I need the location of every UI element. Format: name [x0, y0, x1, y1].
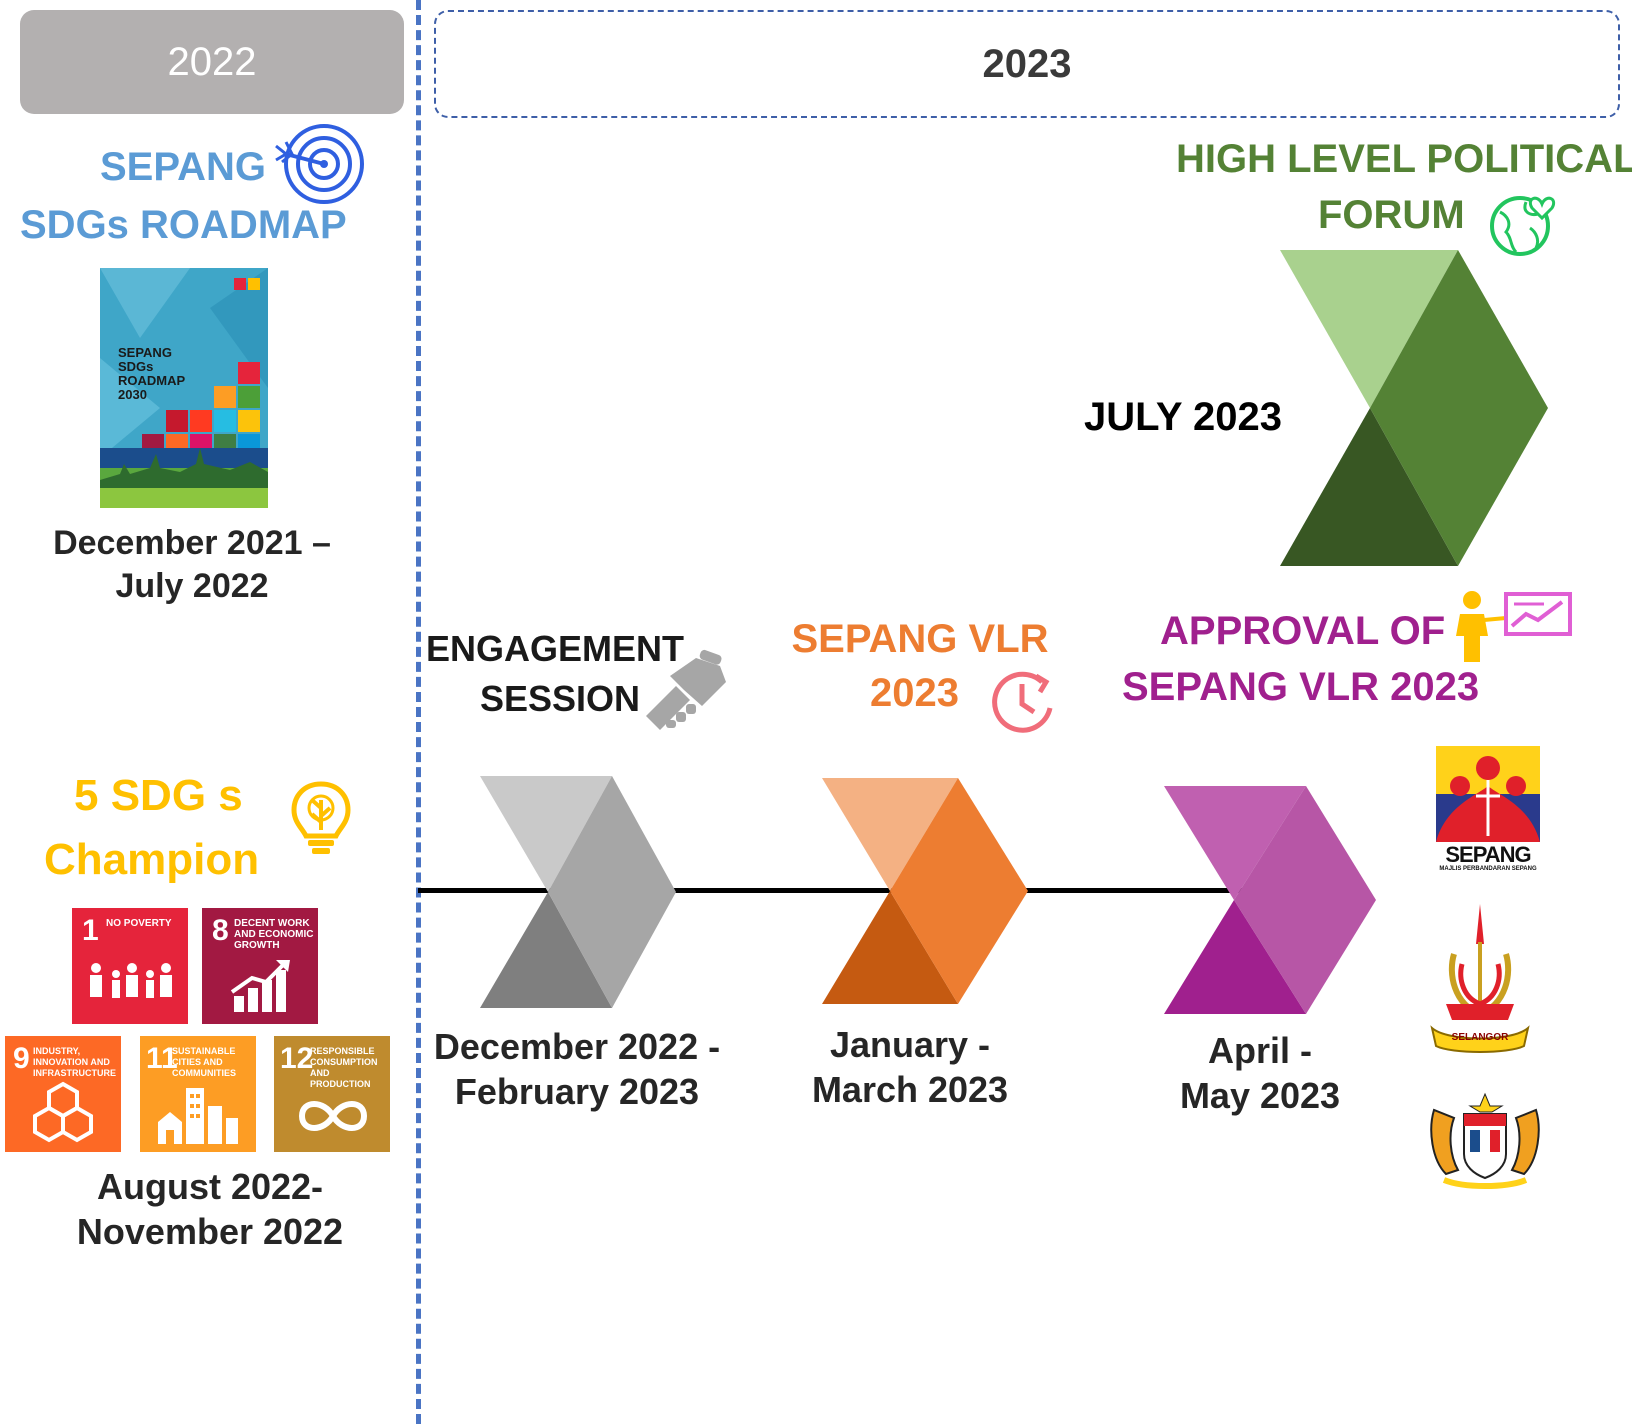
- sdg-tile-11-num: 11: [146, 1042, 178, 1075]
- champion-title-line2: Champion: [44, 835, 260, 884]
- sepang-logo-sub: MAJLIS PERBANDARAN SEPANG: [1439, 866, 1537, 872]
- year-2022-label: 2022: [167, 39, 257, 84]
- roadmap-title-line2: SDGs ROADMAP: [20, 203, 347, 247]
- engagement-date-line2: February 2023: [454, 1071, 700, 1112]
- hlpf-date: JULY 2023: [1084, 395, 1282, 439]
- growth-chart-icon: [230, 960, 290, 1012]
- cover-line1: SEPANG: [118, 345, 172, 360]
- cover-line3: ROADMAP: [118, 373, 186, 388]
- vlr-title-line1: SEPANG VLR: [791, 617, 1049, 661]
- sdg-tile-8: 8 DECENT WORK AND ECONOMIC GROWTH: [202, 908, 318, 1024]
- hlpf-chevron: [1280, 250, 1548, 566]
- sdg-tile-9-num: 9: [13, 1042, 30, 1075]
- champion-title-line1: 5 SDG s: [74, 771, 243, 820]
- champion-date-line2: November 2022: [76, 1211, 344, 1252]
- engagement-date-line1: December 2022 -: [433, 1026, 721, 1067]
- approval-date-line2: May 2023: [1179, 1075, 1341, 1116]
- family-icon: [90, 963, 172, 998]
- year-divider: [416, 0, 421, 1424]
- sdg-tile-1-num: 1: [82, 914, 99, 947]
- roadmap-date-line2: July 2022: [115, 566, 269, 605]
- approval-title-line2: SEPANG VLR 2023: [1122, 665, 1480, 709]
- sdg-tile-9: 9 INDUSTRY, INNOVATION AND INFRASTRUCTUR…: [5, 1036, 121, 1152]
- vlr-date-line2: March 2023: [811, 1069, 1009, 1110]
- clock-icon: [992, 671, 1053, 733]
- approval-date: April - May 2023: [1140, 1028, 1380, 1118]
- approval-title-line1: APPROVAL OF: [1160, 609, 1446, 653]
- vlr-date: January - March 2023: [780, 1022, 1040, 1112]
- hlpf-title-line2: FORUM: [1318, 193, 1465, 237]
- timeline-line: [418, 888, 1248, 893]
- city-icon: [158, 1088, 238, 1144]
- vlr-date-line1: January -: [829, 1024, 991, 1065]
- roadmap-date-line1: December 2021 –: [53, 524, 331, 562]
- sepang-logo-name: SEPANG: [1445, 842, 1531, 867]
- sdg-tile-9-label: INDUSTRY, INNOVATION AND INFRASTRUCTURE: [33, 1046, 116, 1078]
- sdg-tile-12-num: 12: [280, 1042, 314, 1075]
- approval-date-line1: April -: [1208, 1030, 1312, 1071]
- malaysia-coat-of-arms: [1430, 1092, 1540, 1189]
- sdg-tile-1-label: NO POVERTY: [106, 918, 172, 929]
- globe-heart-icon: [1490, 196, 1556, 256]
- handshake-icon: [646, 649, 726, 730]
- sdg-tile-8-label: DECENT WORK AND ECONOMIC GROWTH: [234, 918, 314, 951]
- sepang-council-logo: SEPANG MAJLIS PERBANDARAN SEPANG: [1436, 746, 1540, 874]
- presentation-icon: [1456, 591, 1572, 662]
- approval-chevron: [1164, 786, 1376, 1014]
- year-2022-header: 2022: [20, 10, 404, 114]
- cover-line4: 2030: [118, 387, 147, 402]
- engagement-title-line2: SESSION: [480, 678, 641, 719]
- selangor-label: SELANGOR: [1451, 1032, 1509, 1043]
- engagement-title-line1: ENGAGEMENT: [426, 628, 685, 669]
- infinity-icon: [298, 1101, 368, 1131]
- champion-date: August 2022- November 2022: [20, 1164, 400, 1254]
- roadmap-title-line1: SEPANG: [100, 145, 266, 189]
- sdg-tile-1: 1 NO POVERTY: [72, 908, 188, 1024]
- cubes-icon: [33, 1081, 93, 1143]
- champion-date-line1: August 2022-: [96, 1166, 324, 1207]
- sdg-tile-12: 12 RESPONSIBLE CONSUMPTION AND PRODUCTIO…: [274, 1036, 390, 1152]
- hlpf-title-line1: HIGH LEVEL POLITICAL: [1176, 137, 1632, 181]
- year-2023-header: 2023: [434, 10, 1620, 118]
- cover-line2: SDGs: [118, 359, 154, 374]
- engagement-date: December 2022 - February 2023: [422, 1024, 732, 1114]
- roadmap-date: December 2021 – July 2022: [20, 522, 364, 607]
- sdg-tile-11: 11 SUSTAINABLE CITIES AND COMMUNITIES: [140, 1036, 256, 1152]
- sdg-tile-12-label: RESPONSIBLE CONSUMPTION AND PRODUCTION: [310, 1046, 378, 1089]
- sdg-tile-11-label: SUSTAINABLE CITIES AND COMMUNITIES: [172, 1046, 236, 1078]
- vlr-title-line2: 2023: [870, 671, 959, 715]
- roadmap-cover-image: SEPANG SDGs ROADMAP 2030: [100, 268, 268, 508]
- sdg-tile-8-num: 8: [212, 914, 229, 947]
- year-2023-label: 2023: [982, 41, 1072, 86]
- lightbulb-icon: [291, 781, 351, 854]
- vlr-chevron: [822, 778, 1028, 1004]
- target-icon: [275, 124, 364, 204]
- selangor-crest: SELANGOR: [1428, 904, 1532, 1054]
- engagement-chevron: [480, 776, 676, 1008]
